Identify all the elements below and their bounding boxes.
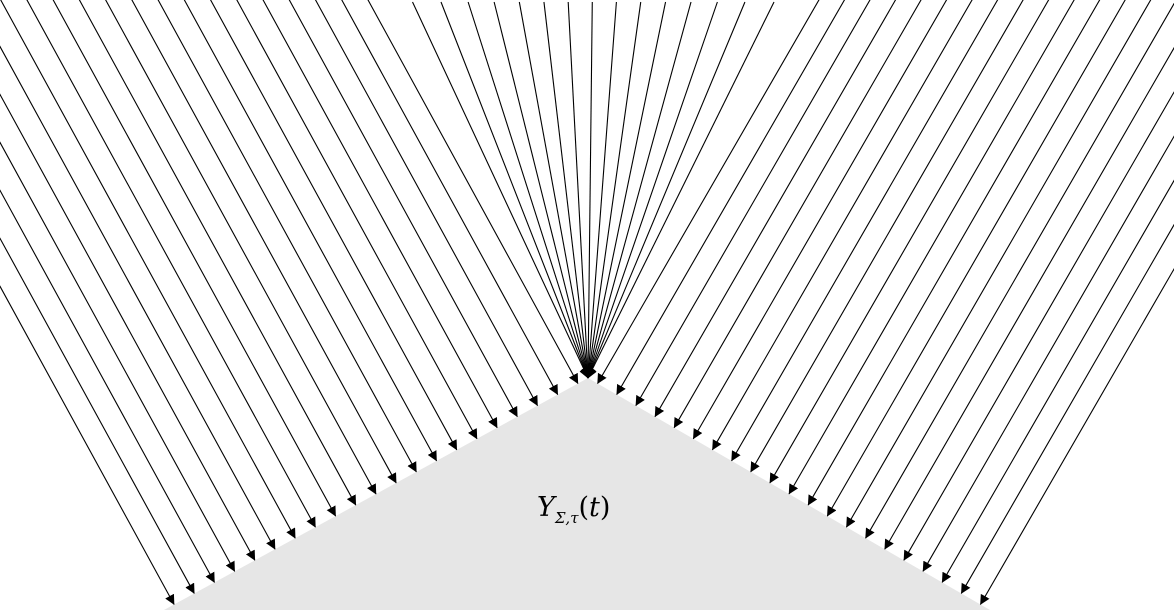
right-face-ray [731,0,999,462]
right-face-ray [597,0,820,384]
left-face-ray [314,0,539,407]
right-face-ray [941,179,1174,583]
left-face-ray [367,0,579,384]
region-label-base: Y [537,492,555,523]
left-face-ray [0,141,236,572]
left-face-ray [288,0,518,418]
left-face-ray [0,189,215,583]
apex-ray [585,1,692,379]
apex-ray [440,1,590,379]
left-face-ray [78,0,357,506]
left-face-ray [26,0,316,528]
right-face-ray [960,223,1174,594]
right-face-ray [807,0,1101,506]
right-face-ray [711,0,973,451]
right-face-ray [654,0,897,418]
region-label-close-paren: ) [599,492,611,523]
apex-ray [584,1,642,379]
left-face-ray [236,0,478,440]
apex-ray [587,1,775,379]
right-face-ray [635,0,871,407]
left-face-ray [183,0,438,462]
right-face-ray [788,0,1075,495]
apex-ray [585,1,667,379]
left-face-ray [52,0,337,517]
apex-ray [518,1,592,379]
apex-ray [587,1,746,379]
right-face-ray [673,0,922,429]
left-face-ray [262,0,498,429]
left-face-ray [341,0,559,396]
left-face-ray [0,45,276,550]
left-face-ray [105,0,377,495]
right-face-ray [884,46,1174,550]
right-face-ray [692,0,948,440]
right-face-ray [865,2,1174,539]
right-face-ray [769,0,1050,484]
left-face-ray [0,0,296,539]
apex-ray [493,1,591,379]
left-face-ray [0,237,195,594]
left-face-ray [157,0,417,473]
apex-ray [467,1,590,379]
right-face-ray [826,0,1126,517]
right-face-ray [922,135,1174,572]
left-face-ray [210,0,458,451]
right-face-ray [616,0,846,396]
region-label: YΣ,τ(t) [537,494,610,526]
left-face-ray [131,0,397,484]
right-face-ray [750,0,1024,473]
apex-ray [583,1,594,379]
region-label-argument: t [589,492,600,523]
right-face-ray [979,267,1174,605]
right-face-ray [845,0,1152,528]
left-face-ray [0,93,256,561]
left-face-ray [0,285,175,605]
apex-ray [567,1,593,379]
right-face-ray [903,91,1174,561]
apex-ray [586,1,718,379]
apex-ray [583,1,617,379]
apex-ray [543,1,592,379]
region-label-open-paren: ( [578,492,590,523]
shaded-region [164,378,990,610]
region-label-subscript: Σ,τ [554,509,579,527]
apex-ray [412,1,589,379]
